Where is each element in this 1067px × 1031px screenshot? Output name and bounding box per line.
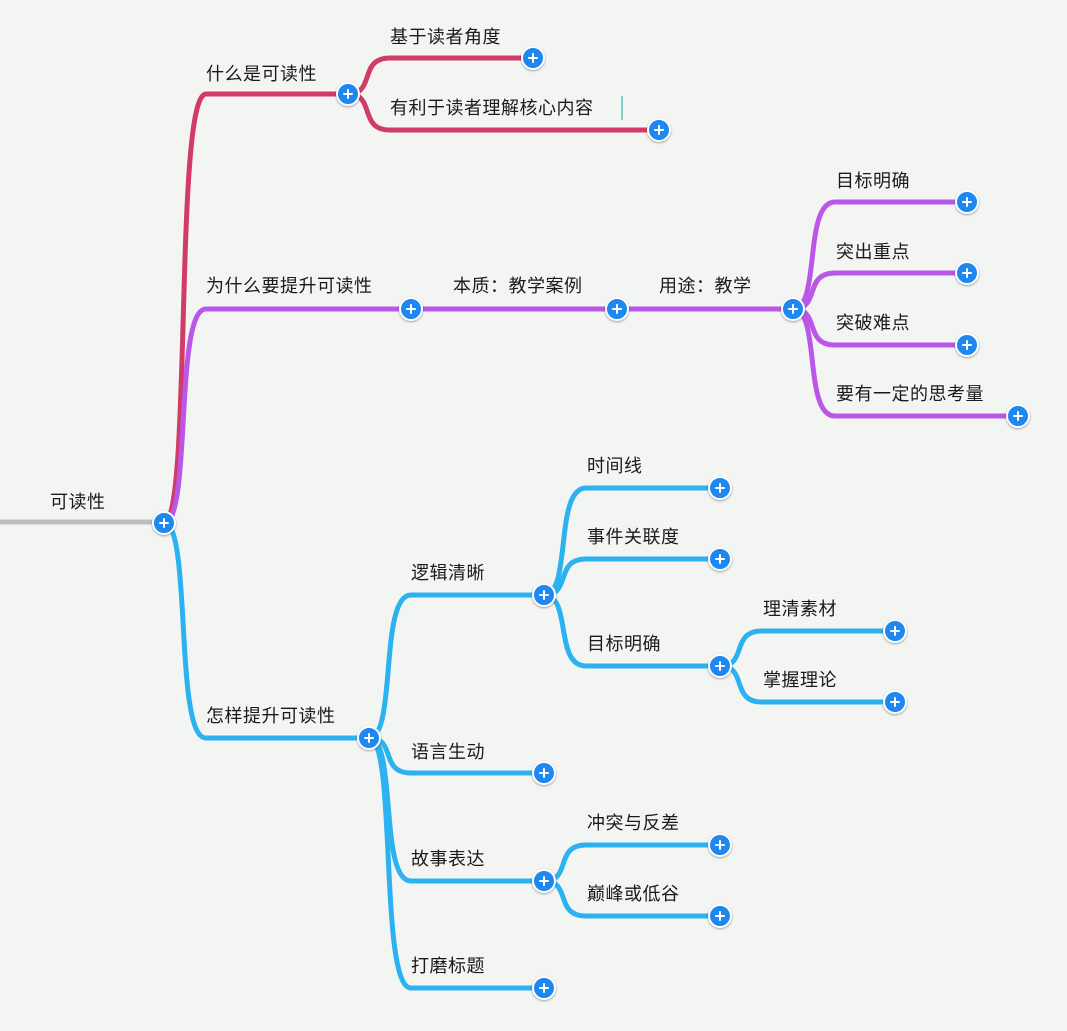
text-cursor — [621, 96, 623, 120]
topic-conflict-contrast[interactable]: 冲突与反差 — [587, 813, 680, 834]
topic-peak-valley-add-icon[interactable] — [708, 904, 732, 928]
topic-highlight-key[interactable]: 突出重点 — [836, 242, 910, 263]
root-add-icon[interactable] — [152, 511, 176, 535]
topic-timeline-add-icon[interactable] — [708, 476, 732, 500]
topic-purpose-add-icon[interactable] — [781, 297, 805, 321]
topic-vivid-language[interactable]: 语言生动 — [411, 742, 485, 763]
topic-sort-material-add-icon[interactable] — [883, 619, 907, 643]
topic-what[interactable]: 什么是可读性 — [206, 64, 317, 85]
connector-what — [161, 91, 351, 526]
topic-polish-title-add-icon[interactable] — [532, 976, 556, 1000]
topic-thinking-load[interactable]: 要有一定的思考量 — [836, 384, 984, 405]
topic-peak-valley[interactable]: 巅峰或低谷 — [587, 884, 680, 905]
root-topic[interactable]: 可读性 — [50, 492, 106, 513]
topic-break-difficulty-add-icon[interactable] — [955, 333, 979, 357]
topic-understand-core[interactable]: 有利于读者理解核心内容 — [390, 98, 594, 119]
topic-clear-goal-how-add-icon[interactable] — [708, 654, 732, 678]
connector-how — [161, 520, 372, 741]
topic-essence[interactable]: 本质：教学案例 — [453, 276, 583, 297]
topic-how[interactable]: 怎样提升可读性 — [206, 706, 336, 727]
topic-reader-angle[interactable]: 基于读者角度 — [390, 27, 501, 48]
topic-clear-goal-how[interactable]: 目标明确 — [587, 634, 661, 655]
connector-reader-angle — [345, 55, 536, 97]
topic-break-difficulty[interactable]: 突破难点 — [836, 313, 910, 334]
topic-story-add-icon[interactable] — [532, 869, 556, 893]
topic-logic[interactable]: 逻辑清晰 — [411, 563, 485, 584]
topic-logic-add-icon[interactable] — [532, 583, 556, 607]
topic-timeline[interactable]: 时间线 — [587, 456, 643, 477]
connector-event-relation — [541, 556, 723, 598]
connector-polish-title — [366, 735, 547, 991]
topic-essence-add-icon[interactable] — [605, 297, 629, 321]
topic-clear-goal-why[interactable]: 目标明确 — [836, 171, 910, 192]
topic-sort-material[interactable]: 理清素材 — [763, 599, 837, 620]
topic-conflict-contrast-add-icon[interactable] — [708, 833, 732, 857]
topic-what-add-icon[interactable] — [336, 82, 360, 106]
connector-conflict-contrast — [541, 842, 723, 884]
connector-sort-material — [717, 628, 898, 669]
topic-polish-title[interactable]: 打磨标题 — [411, 956, 485, 977]
connector-highlight-key — [790, 270, 970, 312]
topic-thinking-load-add-icon[interactable] — [1006, 404, 1030, 428]
topic-highlight-key-add-icon[interactable] — [955, 261, 979, 285]
topic-event-relation[interactable]: 事件关联度 — [587, 527, 680, 548]
topic-why[interactable]: 为什么要提升可读性 — [206, 276, 373, 297]
connector-why — [161, 306, 414, 526]
topic-vivid-language-add-icon[interactable] — [532, 761, 556, 785]
topic-master-theory-add-icon[interactable] — [883, 690, 907, 714]
topic-reader-angle-add-icon[interactable] — [521, 46, 545, 70]
topic-master-theory[interactable]: 掌握理论 — [763, 670, 837, 691]
topic-event-relation-add-icon[interactable] — [708, 547, 732, 571]
topic-clear-goal-why-add-icon[interactable] — [955, 190, 979, 214]
connector-logic — [366, 592, 547, 741]
topic-story[interactable]: 故事表达 — [411, 849, 485, 870]
topic-how-add-icon[interactable] — [357, 726, 381, 750]
topic-why-add-icon[interactable] — [399, 297, 423, 321]
topic-purpose[interactable]: 用途：教学 — [659, 276, 752, 297]
topic-understand-core-add-icon[interactable] — [647, 118, 671, 142]
